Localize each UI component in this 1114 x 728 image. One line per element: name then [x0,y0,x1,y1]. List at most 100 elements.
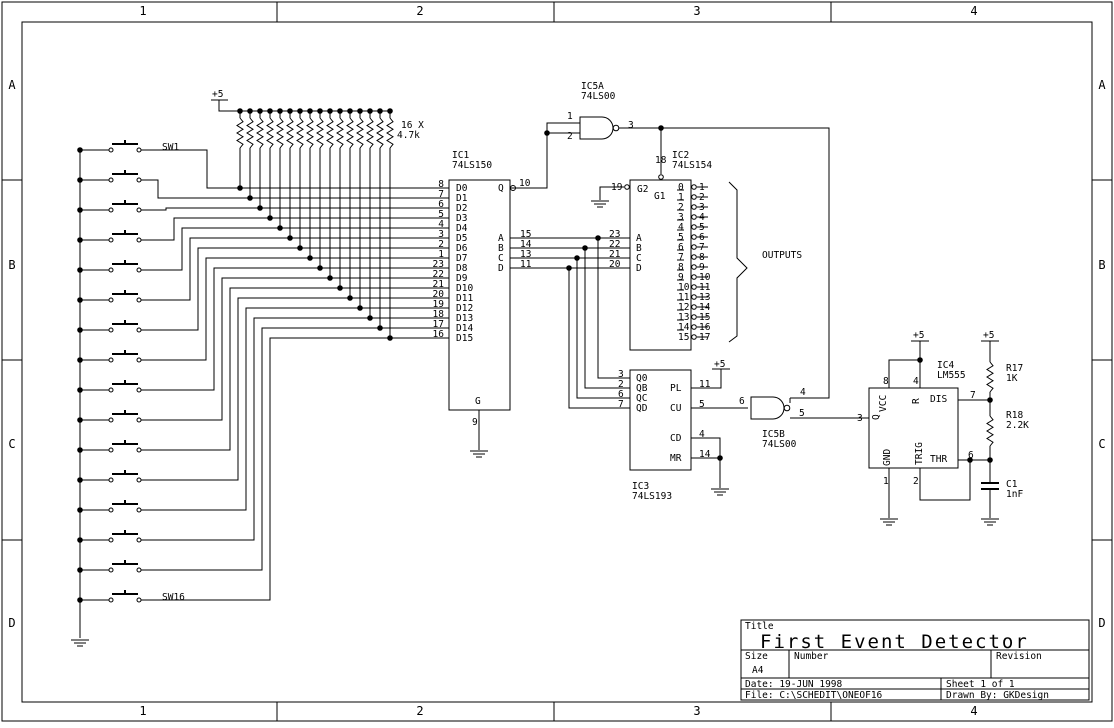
r18-resistor [986,415,994,447]
ic1-input-label: D1 [456,193,468,204]
ic2-input-pin: 20 [609,259,621,270]
ic4-trig-tie [919,460,971,501]
row-marker-left: C [8,437,15,451]
ic1-q-to-ic5a [510,122,580,189]
sw1-label: SW1 [162,142,179,153]
ic1-input-pin: 1 [438,249,444,260]
ic2-output-label: 3 [678,212,684,223]
outputs-brace [728,181,748,343]
ic2-output-bubble [691,324,697,330]
switch-to-ic1 [141,297,449,481]
vcc-rail [218,100,390,112]
ic1-input-pin: 16 [433,329,445,340]
ic2-output-label: 15 [678,332,689,343]
pullup-resistor [266,117,274,149]
ic2-output-pin: 6 [699,232,705,243]
junction-dot [237,185,243,191]
ic5a-gate [579,116,614,140]
ic4-pin3: 3 [857,413,863,424]
ic1-input-pin: 2 [438,239,444,250]
switch-to-ic1 [141,247,449,331]
junction-dot [317,265,323,271]
push-switch [108,237,114,243]
ic4-q-label: Q [871,414,882,420]
ic2-output-bubble [691,264,697,270]
ic1-input-label: D11 [456,293,473,304]
ic2-output-label: 12 [678,302,689,313]
ic3-cd-mr-tie [691,437,721,459]
ic3-output-pin: 7 [618,399,624,410]
ic2-output-bubble [691,254,697,260]
resistor-net-value: 4.7k [397,130,420,141]
ic2-input-pin: 21 [609,249,621,260]
ic2-input-label: B [636,243,642,254]
ic1-input-pin: 21 [433,279,445,290]
ic1-select-label: D [498,263,504,274]
ic1-input-label: D8 [456,263,468,274]
ic1-input-pin: 17 [433,319,444,330]
ic4-r-label: R [911,398,922,404]
ic2-output-pin: 15 [699,312,710,323]
ic5a-pin3: 3 [628,120,634,131]
ic2-ref: IC2 [672,150,689,161]
pullup-resistor [336,117,344,149]
ic2-output-bubble [691,214,697,220]
ic2-output-pin: 13 [699,292,710,303]
ic5a-output-net [619,127,830,399]
junction-dot [544,130,550,136]
pullup-resistor [366,117,374,149]
push-switch [108,147,114,153]
ic2-output-pin: 17 [699,332,710,343]
ic3-input-label: CD [670,433,682,444]
ic3-input-pin: 11 [699,379,711,390]
column-marker-bottom: 2 [416,704,423,718]
pullup-resistor [276,117,284,149]
ic1-input-label: D10 [456,283,473,294]
push-switch [136,147,142,153]
ic2-input-label: D [636,263,642,274]
junction-dot [287,235,293,241]
ic1-select-label: A [498,233,504,244]
ic4-pin4: 4 [913,376,919,387]
ic2-output-label: 14 [678,322,690,333]
ic1-input-pin: 8 [438,179,444,190]
ic1-input-pin: 7 [438,189,444,200]
date-field: Date: 19-JUN 1998 [745,679,843,690]
ic2-output-label: 6 [678,242,684,253]
ic2-output-pin: 5 [699,222,705,233]
pullup-resistor [386,117,394,149]
ic3-to-select-bus [584,248,630,389]
push-switch [108,537,114,543]
column-marker-top: 4 [970,4,977,18]
ic3-output-pin: 3 [618,369,624,380]
push-switch [108,387,114,393]
title-block [740,619,1090,701]
ic1-input-pin: 4 [438,219,444,230]
inner-border [21,21,1093,703]
push-switch [108,417,114,423]
ic3-output-label: QB [636,383,648,394]
ic2-output-bubble [691,294,697,300]
row-marker-left: A [8,78,16,92]
push-switch [136,567,142,573]
push-switch [136,477,142,483]
revision-label: Revision [996,651,1042,662]
column-marker-top: 2 [416,4,423,18]
drawn-by-field: Drawn By: GKDesign [946,690,1049,701]
ic4-thr-net [958,446,991,461]
vplus-label: +5 [212,89,223,100]
pullup-resistor [376,117,384,149]
push-switch [136,267,142,273]
ic2-output-label: 2 [678,202,684,213]
ic3-ref: IC3 [632,481,649,492]
junction-dot [277,225,283,231]
ic2-output-pin: 4 [699,212,705,223]
junction-dot [257,205,263,211]
ic5b-pin6: 6 [739,396,745,407]
ic1-input-pin: 19 [433,299,445,310]
ic5b-ref: IC5B [762,429,785,440]
push-switch [108,267,114,273]
ic4-pin8: 8 [883,376,889,387]
